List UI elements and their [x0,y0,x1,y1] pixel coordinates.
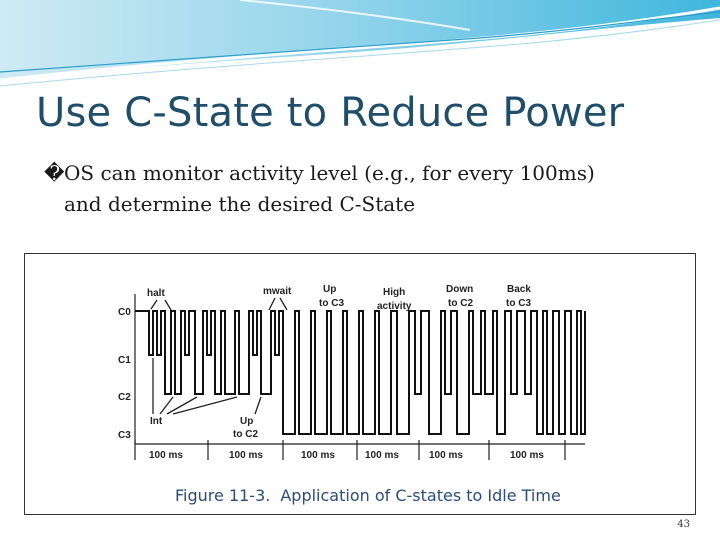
interval-label-4: 100 ms [365,450,399,461]
interval-label-5: 100 ms [429,450,463,461]
bullet-line-1: OS can monitor activity level (e.g., for… [64,161,595,185]
annotation-back-c3-line1: Back [507,284,531,295]
annotation-up-c2-line2: to C2 [233,429,258,440]
interval-label-1: 100 ms [149,450,183,461]
bullet-point: �OS can monitor activity level (e.g., fo… [44,158,704,220]
figure-caption-text: Application of C-states to Idle Time [280,486,561,505]
c-state-timing-diagram: C0 C1 C2 C3 halt mwait Up to C3 High act… [118,284,586,461]
annotation-up-c3-line2: to C3 [319,298,344,309]
state-label-c0: C0 [118,307,131,318]
bullet-glyph: � [44,161,65,185]
annotation-high-line1: High [383,287,405,298]
annotation-back-c3-line2: to C3 [506,298,531,309]
interval-label-6: 100 ms [510,450,544,461]
bullet-line-2: and determine the desired C-State [64,192,416,216]
annotation-down-c2-line2: to C2 [448,298,473,309]
state-label-c2: C2 [118,392,131,403]
figure-caption: Figure 11-3. Application of C-states to I… [175,486,561,505]
annotation-up-c3-line1: Up [323,284,336,295]
annotation-mwait: mwait [263,286,292,297]
state-label-c1: C1 [118,355,131,366]
time-axis-ticks [134,440,566,460]
annotation-arrows [150,297,288,415]
interval-label-2: 100 ms [229,450,263,461]
c-state-waveform [135,310,586,435]
slide-title: Use C-State to Reduce Power [36,90,625,136]
figure-frame: C0 C1 C2 C3 halt mwait Up to C3 High act… [24,253,696,515]
slide-number: 43 [677,519,690,530]
annotation-up-c2-line1: Up [240,416,253,427]
annotation-halt: halt [147,288,165,299]
interval-label-3: 100 ms [301,450,335,461]
figure-caption-number: Figure 11-3. [175,486,271,505]
annotation-int: Int [150,416,163,427]
state-label-c3: C3 [118,430,131,441]
annotation-down-c2-line1: Down [446,284,473,295]
header-wave-decoration [0,0,720,87]
annotation-high-line2: activity [377,301,412,312]
